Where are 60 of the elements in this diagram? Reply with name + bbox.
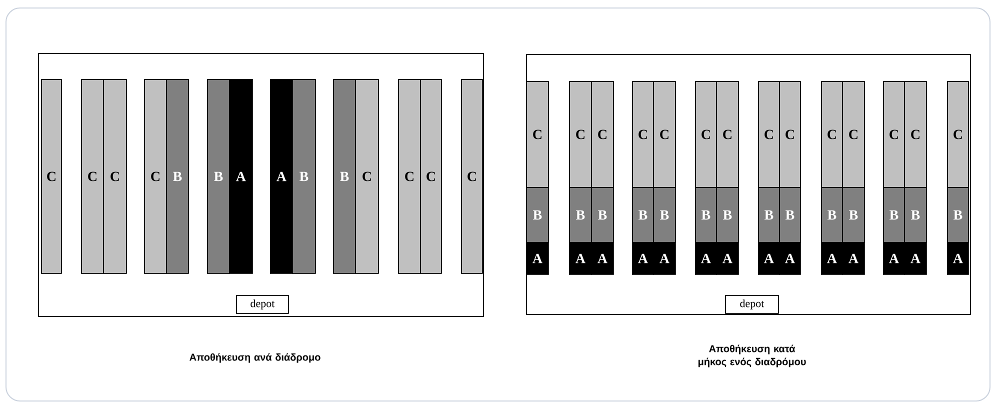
shelf-cell: C: [81, 79, 104, 274]
shelf-cell: C: [695, 81, 717, 188]
shelf-cell: C: [632, 81, 654, 188]
shelf-cell: B: [695, 187, 717, 243]
shelf-cell: C: [653, 81, 676, 188]
shelf-cell: A: [883, 242, 905, 275]
shelf-cell: B: [591, 187, 614, 243]
shelf-cell: C: [461, 79, 483, 274]
shelf-cell: C: [526, 81, 549, 188]
shelf-cell: C: [947, 81, 969, 188]
shelf-cell: A: [716, 242, 739, 275]
shelf-cell: B: [758, 187, 780, 243]
shelf-cell: C: [842, 81, 865, 188]
shelf-cell: B: [883, 187, 905, 243]
shelf-cell: B: [166, 79, 189, 274]
shelf-cell: B: [842, 187, 865, 243]
shelf-cell: B: [904, 187, 927, 243]
shelf-cell: A: [758, 242, 780, 275]
shelf-cell: C: [821, 81, 843, 188]
shelf-cell: A: [842, 242, 865, 275]
shelf-cell: B: [632, 187, 654, 243]
shelf-cell: A: [229, 79, 253, 274]
shelf-cell: B: [653, 187, 676, 243]
shelf-cell: A: [569, 242, 592, 275]
shelf-cell: B: [333, 79, 356, 274]
shelf-cell: C: [41, 79, 62, 274]
shelf-cell: B: [716, 187, 739, 243]
shelf-cell: A: [695, 242, 717, 275]
caption: Αποθήκευση ανά διάδρομο: [190, 353, 320, 363]
shelf-cell: A: [591, 242, 614, 275]
shelf-cell: B: [779, 187, 801, 243]
depot-box: depot: [236, 295, 289, 314]
shelf-cell: A: [270, 79, 293, 274]
shelf-cell: B: [947, 187, 969, 243]
shelf-cell: B: [526, 187, 549, 243]
shelf-cell: A: [821, 242, 843, 275]
shelf-cell: B: [292, 79, 316, 274]
caption: Αποθήκευση κατά μήκος ενός διαδρόμου: [698, 344, 806, 368]
shelf-cell: A: [653, 242, 676, 275]
shelf-cell: A: [526, 242, 549, 275]
shelf-cell: C: [398, 79, 421, 274]
shelf-cell: C: [591, 81, 614, 188]
shelf-cell: A: [947, 242, 969, 275]
shelf-cell: C: [355, 79, 379, 274]
shelf-cell: C: [779, 81, 801, 188]
shelf-cell: B: [821, 187, 843, 243]
depot-box: depot: [725, 295, 779, 314]
shelf-cell: C: [904, 81, 927, 188]
shelf-cell: A: [904, 242, 927, 275]
shelf-cell: C: [103, 79, 127, 274]
shelf-cell: C: [144, 79, 167, 274]
shelf-cell: C: [716, 81, 739, 188]
shelf-cell: C: [569, 81, 592, 188]
shelf-cell: C: [420, 79, 442, 274]
shelf-cell: B: [569, 187, 592, 243]
shelf-cell: A: [779, 242, 801, 275]
shelf-cell: A: [632, 242, 654, 275]
shelf-cell: B: [207, 79, 230, 274]
shelf-cell: C: [758, 81, 780, 188]
shelf-cell: C: [883, 81, 905, 188]
